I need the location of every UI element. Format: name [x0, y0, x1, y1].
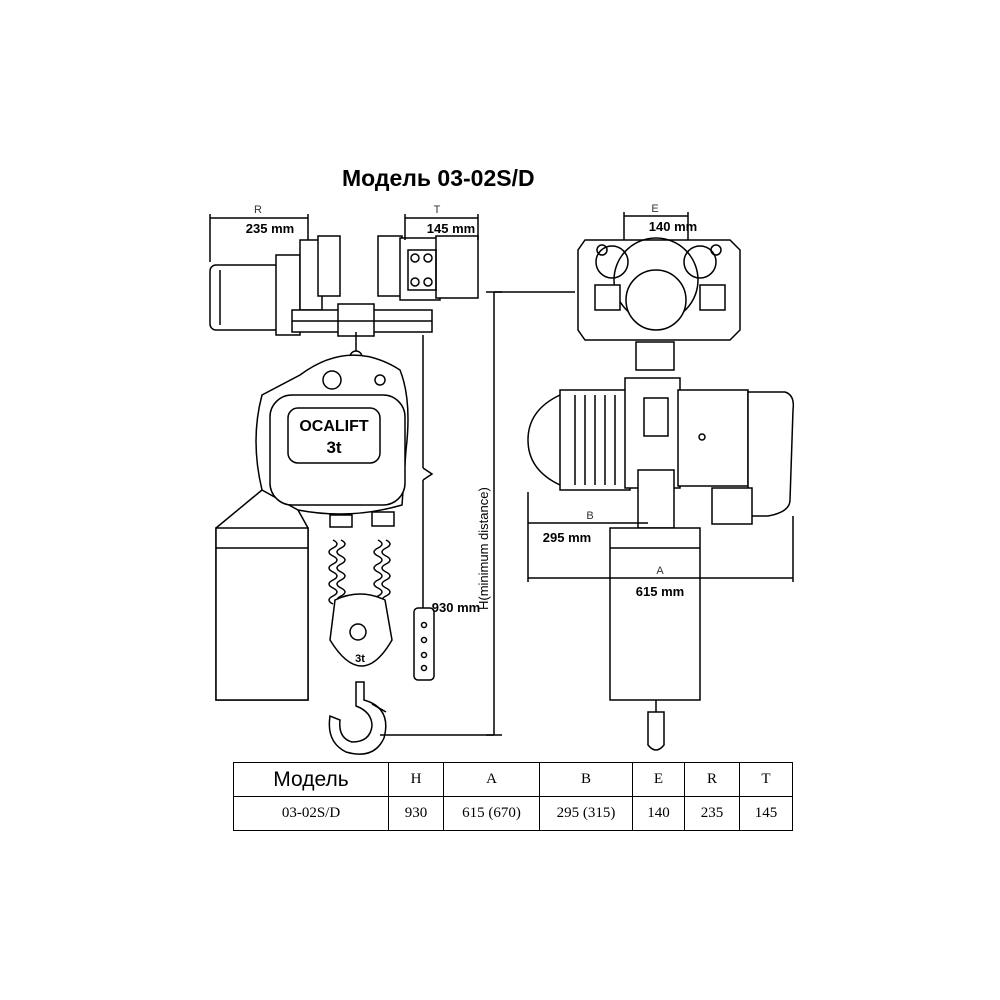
drawing-title: Модель 03-02S/D: [342, 165, 535, 191]
svg-text:E: E: [651, 203, 658, 215]
chain-container-left: [215, 527, 309, 701]
cell-T: 145: [739, 796, 793, 831]
cell-R: 235: [684, 796, 740, 831]
table-row: 03-02S/D 930 615 (670) 295 (315) 140 235…: [233, 796, 793, 831]
header-H: H: [388, 762, 444, 797]
svg-text:930 mm: 930 mm: [432, 600, 480, 615]
control-pendant: [413, 607, 435, 681]
header-T: T: [739, 762, 793, 797]
front-view: OCALIFT 3t 3t: [209, 235, 479, 755]
dim-R: R 235 mm: [209, 204, 309, 262]
cell-model: 03-02S/D: [233, 796, 389, 831]
dim-B: B 295 mm: [527, 492, 648, 560]
header-A: A: [443, 762, 540, 797]
svg-text:B: B: [586, 510, 593, 522]
dim-H: H(minimum distance) 930 mm: [380, 291, 575, 736]
header-R: R: [684, 762, 740, 797]
side-view: [527, 237, 795, 751]
chain-container-right: [609, 527, 701, 701]
header-B: B: [539, 762, 633, 797]
hook-capacity-label: 3t: [355, 653, 365, 665]
cell-B: 295 (315): [539, 796, 633, 831]
cell-E: 140: [632, 796, 685, 831]
dim-H-note: H(minimum distance): [476, 487, 491, 610]
hook-block: [329, 593, 393, 667]
spec-table: Модель H A B E R T 03-02S/D 930 615 (670…: [233, 762, 793, 831]
cell-A: 615 (670): [443, 796, 540, 831]
dim-E: E 140 mm: [623, 203, 697, 240]
svg-text:145 mm: 145 mm: [427, 221, 475, 236]
svg-text:A: A: [656, 565, 664, 577]
header-E: E: [632, 762, 685, 797]
load-chain-left: [328, 539, 338, 605]
brand-label: OCALIFT: [299, 418, 369, 435]
dim-A: A 615 mm: [527, 516, 794, 599]
svg-text:140 mm: 140 mm: [649, 219, 697, 234]
header-model: Модель: [233, 762, 389, 797]
dim-T: T 145 mm: [404, 204, 479, 240]
cell-H: 930: [388, 796, 444, 831]
table-header-row: Модель H A B E R T: [233, 762, 793, 797]
svg-text:235 mm: 235 mm: [246, 221, 294, 236]
capacity-label: 3t: [326, 438, 341, 457]
svg-text:295 mm: 295 mm: [543, 530, 591, 545]
svg-text:615 mm: 615 mm: [636, 584, 684, 599]
hook: [328, 681, 387, 755]
svg-text:T: T: [434, 204, 441, 216]
svg-text:R: R: [254, 204, 262, 216]
load-chain-right: [373, 539, 383, 605]
